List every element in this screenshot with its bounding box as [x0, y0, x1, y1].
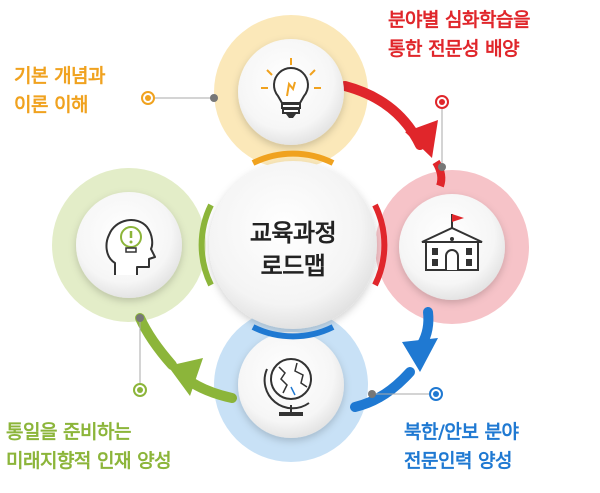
- center-title: 교육과정 로드맵: [218, 217, 368, 283]
- connector-unify: [133, 314, 147, 397]
- lightbulb-icon: [261, 58, 321, 118]
- center-title-line2: 로드맵: [260, 252, 326, 280]
- center-arc-yellow: [251, 150, 335, 166]
- caption-north-line2: 전문인력 양성: [404, 450, 513, 472]
- caption-deep-line2: 통한 전문성 배양: [388, 38, 520, 60]
- caption-deep-line1: 분야별 심화학습을: [388, 9, 530, 31]
- connector-deep: [435, 95, 449, 171]
- caption-basic: 기본 개념과 이론 이해: [14, 62, 106, 120]
- caption-basic-line1: 기본 개념과: [14, 65, 106, 87]
- caption-basic-line2: 이론 이해: [14, 94, 89, 116]
- center-arc-red: [372, 203, 388, 287]
- center-title-line1: 교육과정: [249, 219, 337, 247]
- caption-unify-line1: 통일을 준비하는: [6, 421, 131, 443]
- connector-basic: [141, 91, 218, 105]
- center-arc-blue: [251, 324, 335, 340]
- connector-north: [368, 387, 443, 401]
- arrow-green: [135, 313, 237, 403]
- caption-north: 북한/안보 분야 전문인력 양성: [404, 418, 519, 476]
- head-idea-icon: [105, 219, 156, 275]
- caption-unify-line2: 미래지향적 인재 양성: [6, 450, 172, 472]
- center-arc-green: [198, 203, 214, 287]
- caption-unify: 통일을 준비하는 미래지향적 인재 양성: [6, 418, 172, 476]
- center-disc: [209, 161, 377, 329]
- school-building-icon: [421, 214, 483, 271]
- caption-deep: 분야별 심화학습을 통한 전문성 배양: [388, 6, 530, 64]
- arrow-red: [340, 81, 446, 188]
- caption-north-line1: 북한/안보 분야: [404, 421, 519, 443]
- arrow-blue: [350, 307, 438, 412]
- globe-icon: [263, 358, 312, 416]
